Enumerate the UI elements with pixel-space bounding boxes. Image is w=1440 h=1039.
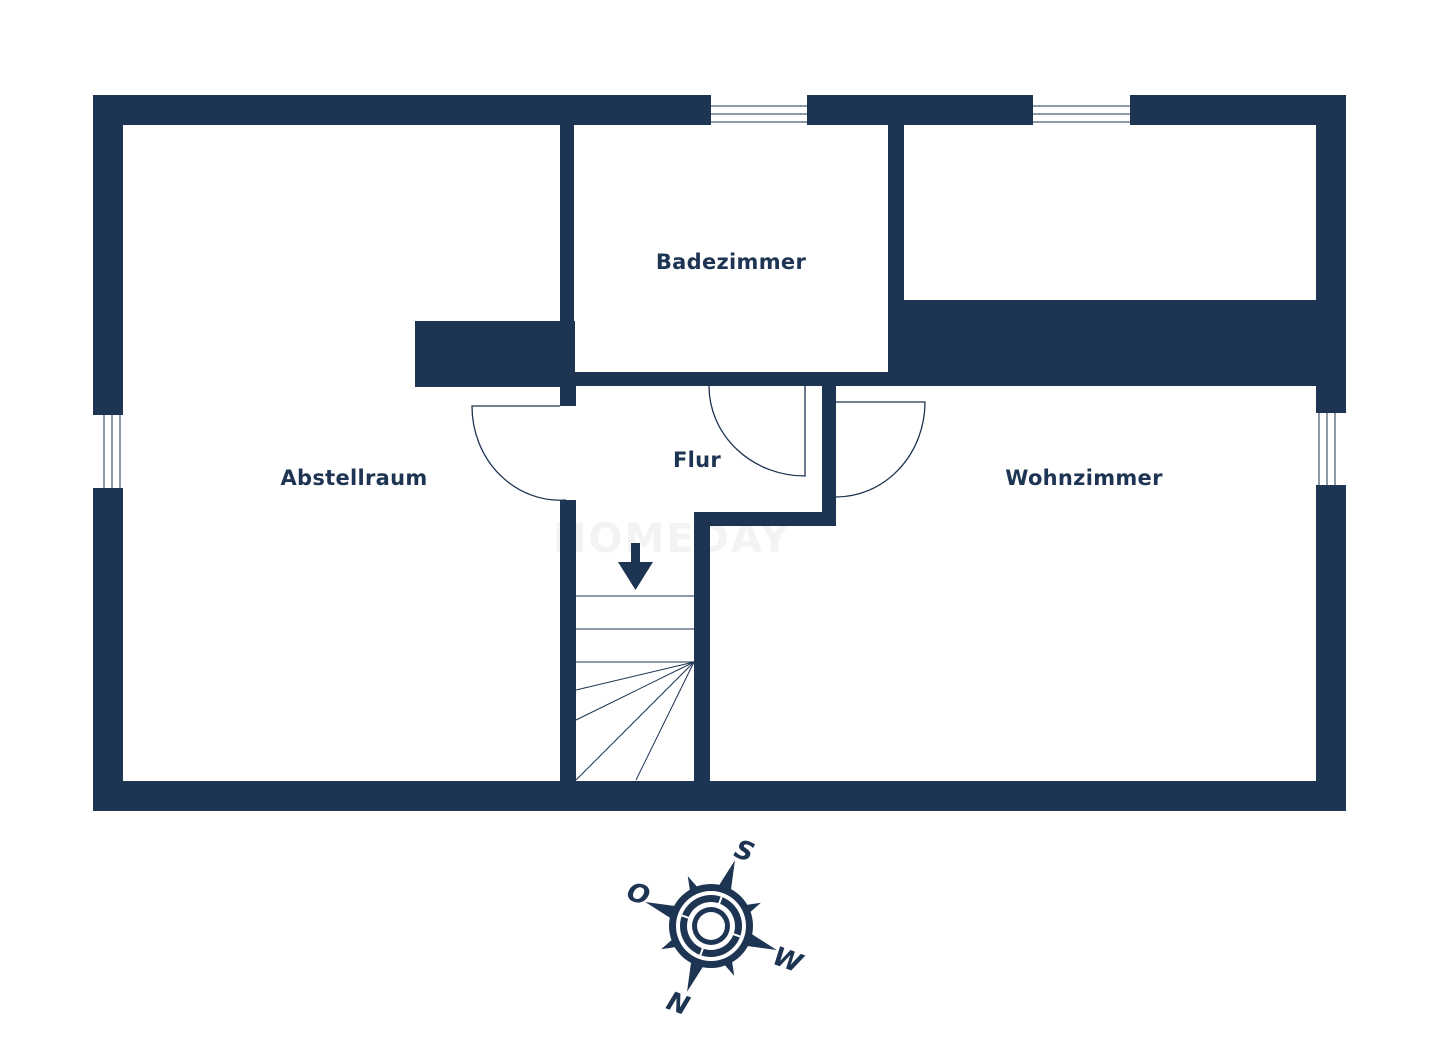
wall-stair-left [560, 500, 576, 781]
door-storage-swing [471, 405, 567, 501]
room-living-floor [904, 125, 1316, 300]
compass-west: W [769, 942, 807, 980]
wall-hall-right-top [822, 386, 836, 402]
chimney-left [415, 321, 575, 387]
staircase [575, 595, 695, 781]
room-hallway-floor-low [560, 386, 696, 526]
door-living-swing [835, 401, 926, 498]
door-bath-swing [708, 385, 806, 477]
arrow-down-icon [618, 543, 653, 590]
wall-bath-bottom-right [805, 372, 888, 386]
label-living-room: Wohnzimmer [1005, 466, 1163, 490]
room-bathroom-floor [574, 125, 888, 372]
wall-storage-bath [560, 125, 574, 386]
label-bathroom: Badezimmer [656, 250, 807, 274]
room-living-floor-lower [710, 526, 1316, 781]
label-hallway: Flur [673, 448, 721, 472]
compass-rose-icon [645, 860, 777, 992]
chimney-right [888, 300, 976, 386]
wall-bath-bottom-left [574, 372, 709, 386]
compass-north: N [663, 984, 694, 1020]
compass-east: O [623, 877, 654, 913]
label-storage: Abstellraum [280, 466, 427, 490]
room-storage-floor [123, 125, 560, 781]
wall-stair-right [694, 512, 710, 781]
watermark-text: HOMEDAY [553, 516, 791, 562]
compass-south: S [730, 834, 758, 869]
wall-hall-bottom [694, 512, 836, 526]
wall-hall-left-top [560, 386, 576, 406]
windows [93, 95, 1346, 488]
